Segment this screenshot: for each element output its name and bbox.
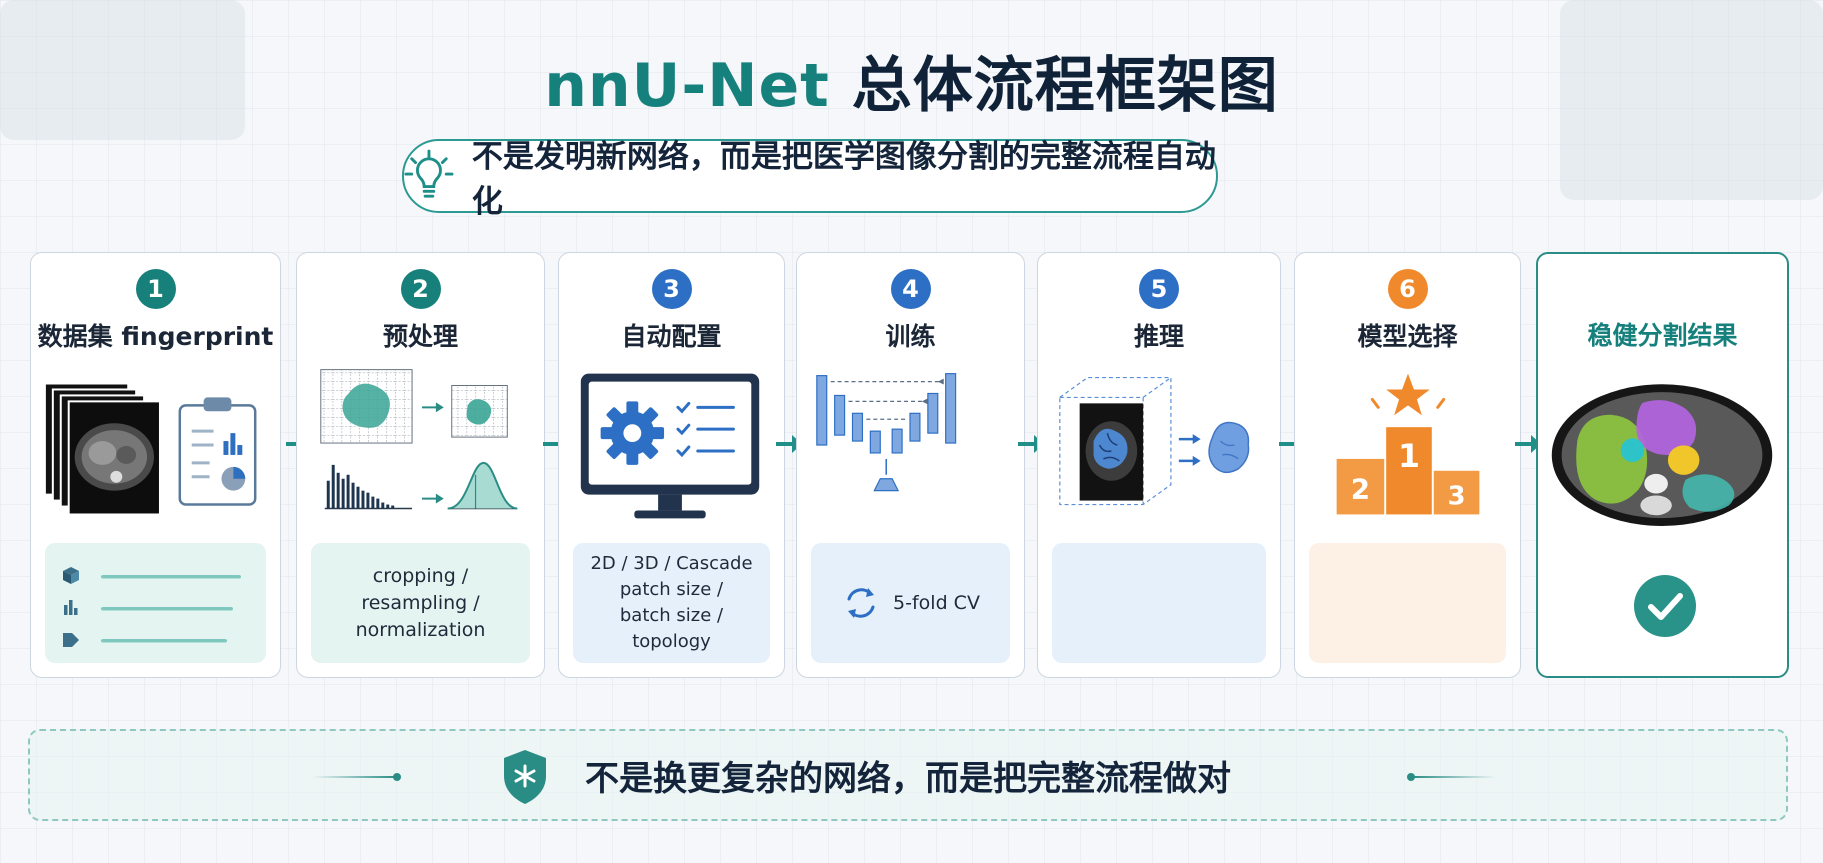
conclusion-text: 不是换更复杂的网络，而是把完整流程做对 <box>585 759 1231 799</box>
title-highlight: nnU-Net <box>544 51 830 121</box>
subtitle-pill: 不是发明新网络，而是把医学图像分割的完整流程自动化 <box>402 139 1218 220</box>
step-card-6: 6 模型选择 1 2 3 <box>1294 252 1521 678</box>
ct-scan-stack-icon <box>43 382 257 516</box>
model-selection-panel <box>1309 543 1506 663</box>
training-panel: 5-fold CV <box>811 543 1010 663</box>
line-ornament-left <box>312 773 401 781</box>
step-badge: 3 <box>651 269 692 309</box>
step-card-5: 5 推理 <box>1037 252 1281 678</box>
step-title: 模型选择 <box>1357 322 1458 351</box>
preprocessing-panel: cropping / resampling / normalization <box>311 543 530 663</box>
inference-panel <box>1052 543 1266 663</box>
result-title: 稳健分割结果 <box>1587 321 1738 350</box>
panel-line: patch size / <box>619 579 724 600</box>
podium-first: 1 <box>1398 439 1420 475</box>
panel-line: resampling / <box>361 591 480 614</box>
step-card-3: 3 自动配置 2D / 3D / Cascade <box>558 252 785 678</box>
clipboard-icon <box>178 397 257 506</box>
checklist-icon <box>676 401 735 458</box>
auto-config-monitor-icon <box>580 373 760 519</box>
lightbulb-icon <box>404 149 454 198</box>
configuration-panel: 2D / 3D / Cascade patch size / batch siz… <box>573 543 770 663</box>
step-title: 预处理 <box>382 322 458 351</box>
cv-label: 5-fold CV <box>893 591 980 614</box>
bar-chart-icon <box>63 600 77 615</box>
podium-second: 2 <box>1351 473 1370 506</box>
shield-icon <box>504 750 546 804</box>
step-badge: 4 <box>890 269 931 309</box>
podium-icon: 1 2 3 <box>1336 373 1480 515</box>
histogram-icon <box>326 464 395 509</box>
step-title: 自动配置 <box>621 322 722 351</box>
inference-volume-icon <box>1059 376 1250 506</box>
result-card: 稳健分割结果 <box>1536 252 1789 678</box>
segmented-ct-slice-icon <box>1551 384 1773 527</box>
panel-line: 2D / 3D / Cascade <box>590 553 753 574</box>
step-title: 推理 <box>1133 322 1184 351</box>
panel-line: cropping / <box>372 564 469 587</box>
subtitle-text: 不是发明新网络，而是把医学图像分割的完整流程自动化 <box>471 139 1216 220</box>
gear-icon <box>600 401 665 465</box>
line-ornament-right <box>1407 773 1496 781</box>
organ-segmentation-shape <box>1208 421 1250 474</box>
refresh-cycle-icon <box>847 588 875 618</box>
title-rest: 总体流程框架图 <box>851 51 1279 121</box>
panel-line: normalization <box>355 618 486 641</box>
unet-architecture-icon <box>816 373 957 492</box>
step-card-2: 2 预处理 cropping / resampling / <box>296 252 545 678</box>
fingerprint-list <box>62 567 241 647</box>
cube-icon <box>62 567 79 584</box>
step-card-4: 4 训练 5-fold <box>796 252 1025 678</box>
panel-line: topology <box>632 631 711 652</box>
step-card-1: 1 数据集 fingerprint <box>30 252 281 678</box>
step-badge: 2 <box>400 269 441 309</box>
conclusion-bar: 不是换更复杂的网络，而是把完整流程做对 <box>28 729 1788 821</box>
page-title: nnU-Net 总体流程框架图 <box>0 46 1823 126</box>
panel-line: batch size / <box>619 605 724 626</box>
star-icon <box>1386 373 1430 416</box>
step-badge: 5 <box>1139 269 1179 309</box>
step-title: 训练 <box>885 322 936 351</box>
background-decoration <box>1560 0 1823 200</box>
preprocessing-illustration <box>320 369 518 510</box>
fingerprint-panel <box>45 543 266 663</box>
tag-icon <box>62 633 79 647</box>
podium-third: 3 <box>1448 481 1466 511</box>
step-badge: 1 <box>135 269 176 309</box>
check-circle-icon <box>1634 575 1696 637</box>
step-badge: 6 <box>1387 269 1428 309</box>
background-decoration <box>0 0 245 140</box>
step-title: 数据集 fingerprint <box>37 322 274 351</box>
